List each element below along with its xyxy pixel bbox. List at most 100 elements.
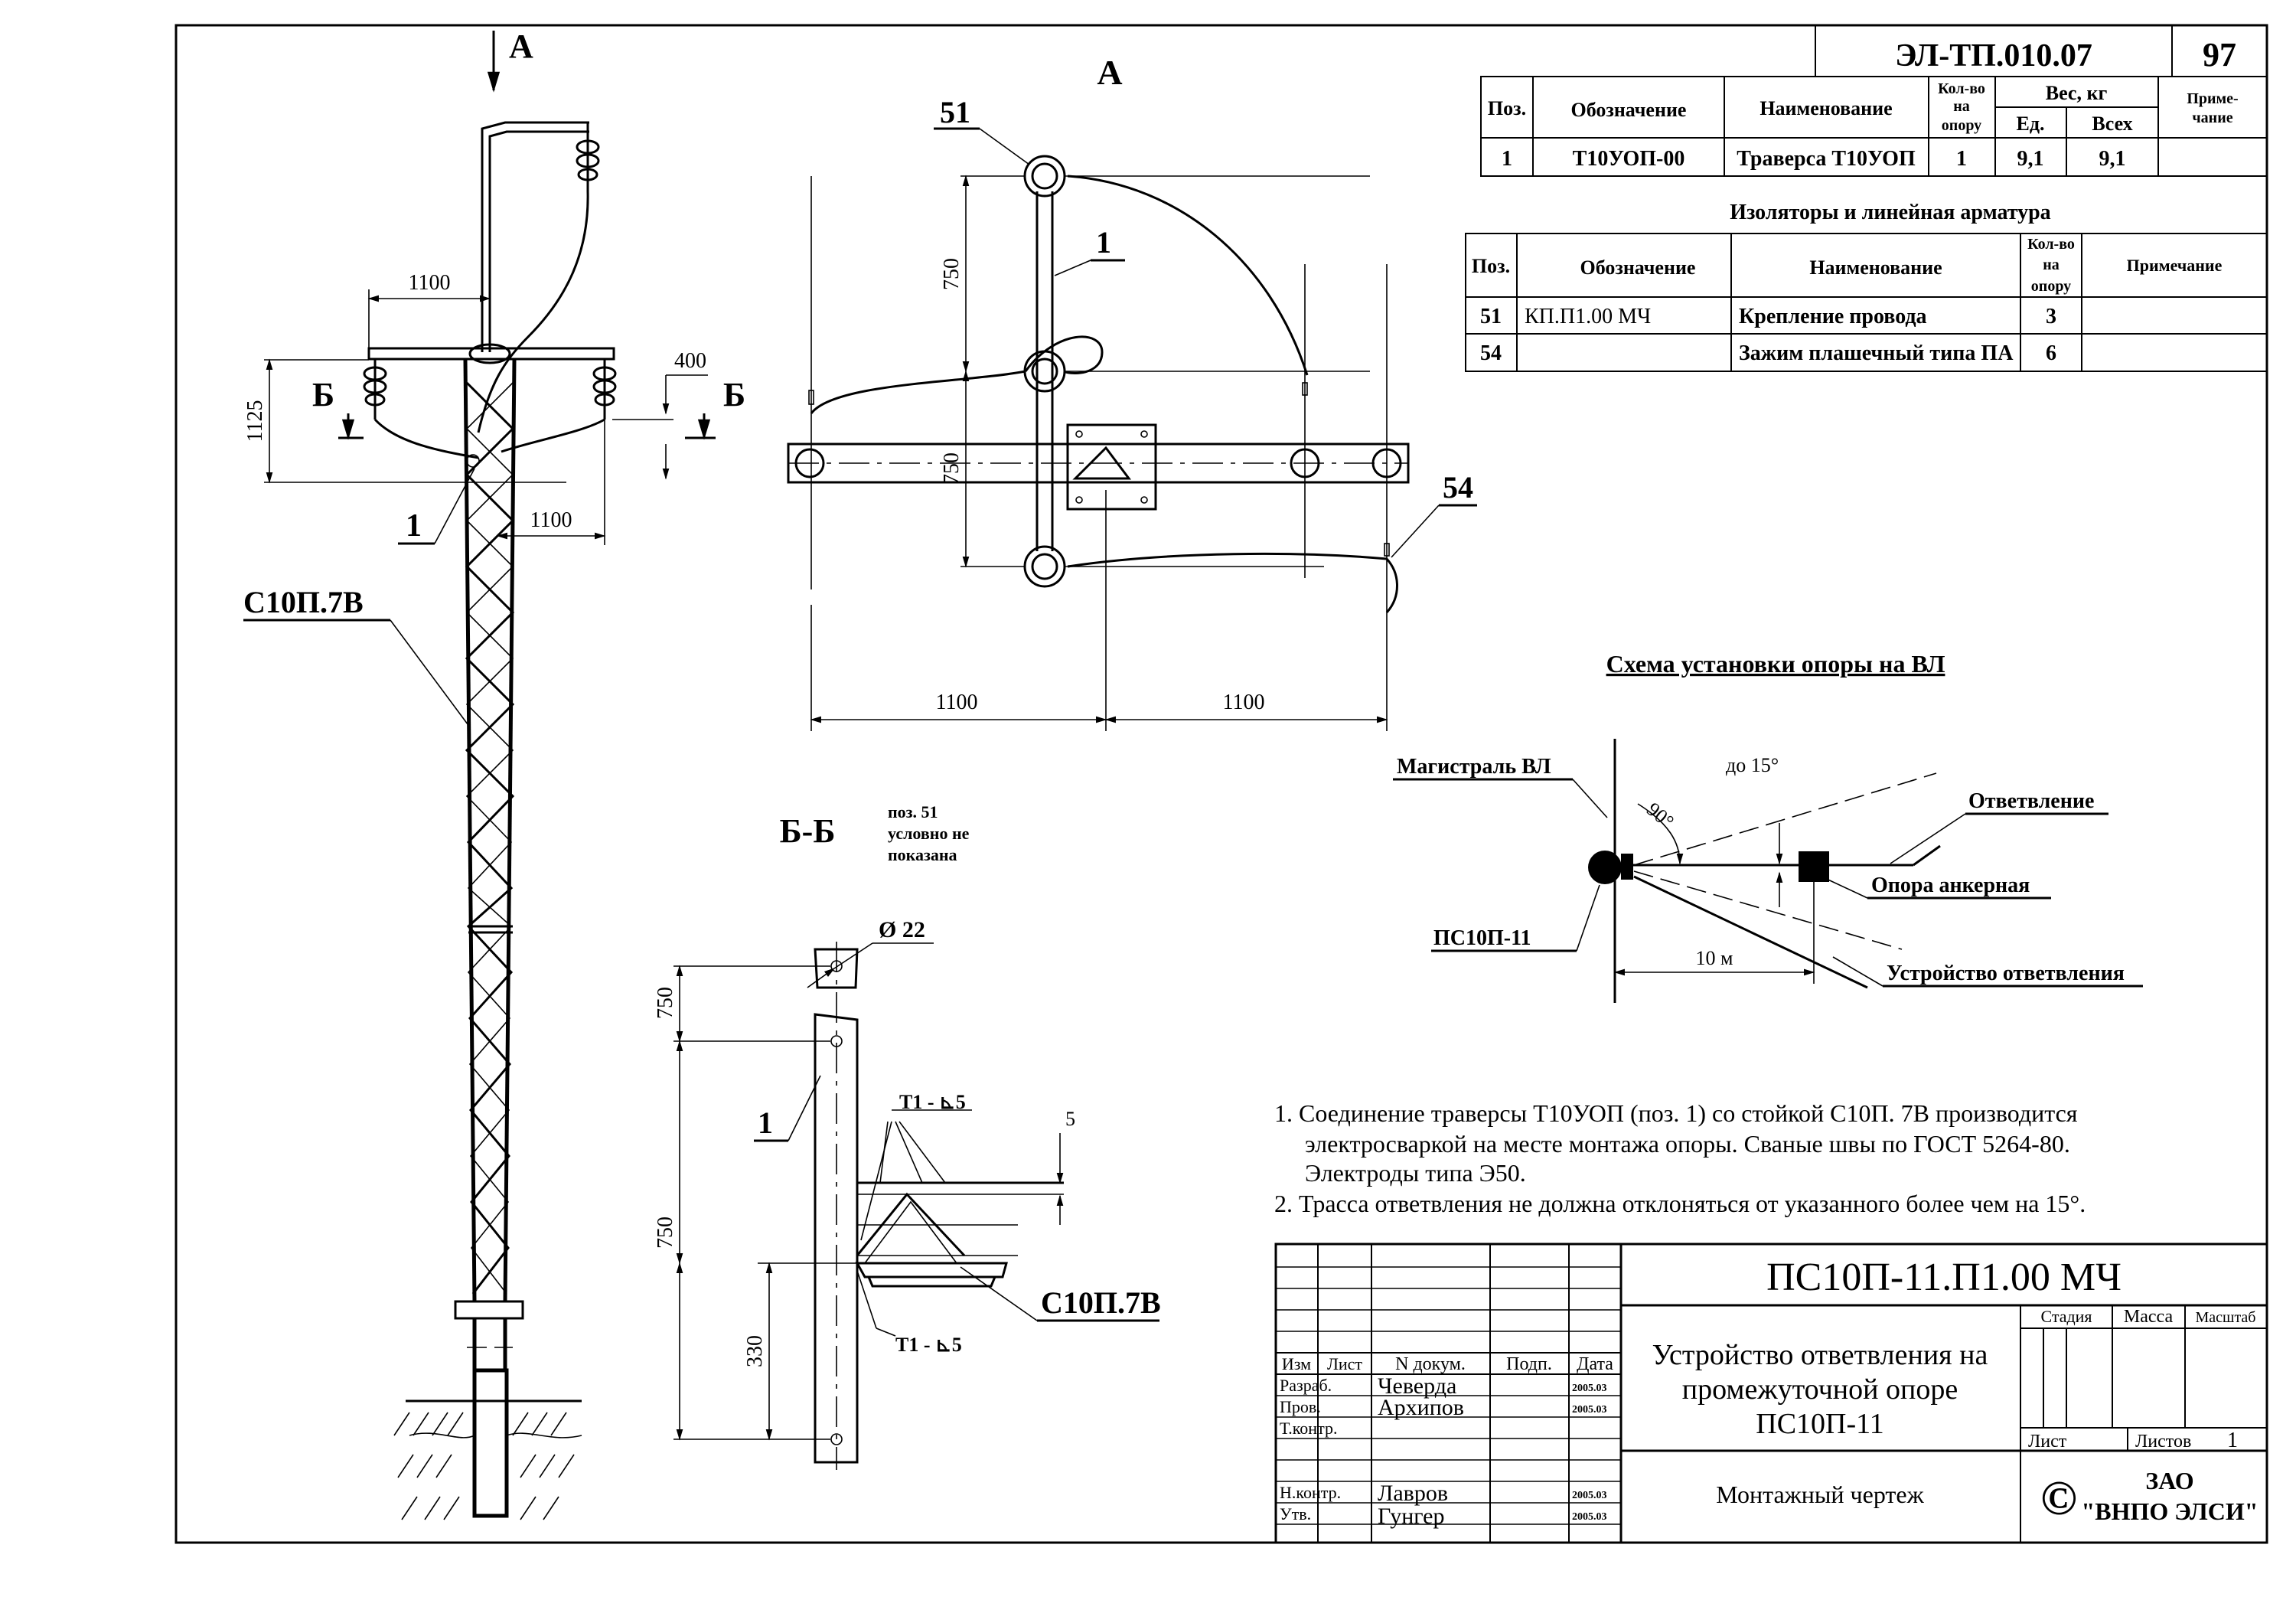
right-insulator-icon bbox=[592, 359, 617, 420]
doc-code: ПС10П-11.П1.00 МЧ bbox=[1766, 1256, 2122, 1299]
scheme-mainline: Магистраль ВЛ bbox=[1397, 755, 1551, 779]
scheme-branch: Ответвление bbox=[1968, 789, 2094, 813]
scheme-angle-limit: до 15° bbox=[1726, 754, 1779, 776]
svg-text:на: на bbox=[2043, 256, 2060, 273]
svg-text:1: 1 bbox=[2227, 1429, 2238, 1452]
svg-text:Архипов: Архипов bbox=[1378, 1395, 1464, 1420]
svg-text:2005.03: 2005.03 bbox=[1572, 1383, 1607, 1394]
svg-text:6: 6 bbox=[2046, 341, 2056, 365]
svg-text:Масса: Масса bbox=[2124, 1307, 2174, 1327]
dim-left-arm: 1100 bbox=[409, 271, 451, 295]
ground-hatch bbox=[393, 1399, 582, 1520]
view-a-arrow-label: А bbox=[509, 28, 533, 65]
svg-text:Листов: Листов bbox=[2135, 1432, 2191, 1452]
svg-text:2005.03: 2005.03 bbox=[1572, 1490, 1607, 1501]
svg-text:Наименование: Наименование bbox=[1809, 256, 1942, 279]
callout-1-bb: 1 bbox=[758, 1105, 773, 1140]
view-a-title: А bbox=[1097, 53, 1122, 92]
svg-text:ПС10П-11: ПС10П-11 bbox=[1756, 1408, 1883, 1440]
note-line: 1. Соединение траверсы Т10УОП (поз. 1) с… bbox=[1274, 1099, 2078, 1127]
copyright-icon: © bbox=[2040, 1471, 2077, 1525]
scheme-distance: 10 м bbox=[1696, 947, 1733, 969]
svg-text:9,1: 9,1 bbox=[2017, 147, 2044, 171]
dim-left: 1100 bbox=[936, 691, 978, 714]
svg-text:Крепление провода: Крепление провода bbox=[1739, 305, 1927, 328]
top-insulator-icon bbox=[576, 122, 600, 191]
svg-text:Чеверда: Чеверда bbox=[1378, 1373, 1456, 1399]
dim-bb-bottom: 330 bbox=[743, 1335, 767, 1367]
anchor-support-symbol bbox=[1799, 851, 1829, 882]
callout-1: 1 bbox=[406, 508, 422, 544]
insulators-table: Изоляторы и линейная арматура Поз. Обозн… bbox=[1465, 201, 2268, 372]
dim-bb-mid: 750 bbox=[654, 1216, 677, 1249]
section-bb: Б-Б поз. 51 условно не показана bbox=[654, 802, 1161, 1470]
callout-1-view-a: 1 bbox=[1096, 225, 1111, 260]
svg-text:Лавров: Лавров bbox=[1378, 1481, 1448, 1506]
svg-text:Обозначение: Обозначение bbox=[1580, 256, 1696, 279]
sheet-code: ЭЛ-ТП.010.07 bbox=[1895, 38, 2092, 73]
weld-label-bottom: Т1 - ⊾5 bbox=[895, 1334, 962, 1356]
sheet-page: 97 bbox=[2203, 36, 2236, 73]
svg-text:Изм: Изм bbox=[1282, 1354, 1311, 1373]
svg-text:Приме-: Приме- bbox=[2187, 90, 2238, 107]
callout-54: 54 bbox=[1443, 470, 1473, 505]
note-line: 2. Трасса ответвления не должна отклонят… bbox=[1274, 1190, 2086, 1217]
sheet-frame bbox=[174, 24, 2268, 1544]
svg-text:Всех: Всех bbox=[2092, 113, 2132, 135]
svg-text:Траверса Т10УОП: Траверса Т10УОП bbox=[1737, 147, 1916, 171]
svg-text:КП.П1.00 МЧ: КП.П1.00 МЧ bbox=[1525, 305, 1651, 328]
svg-text:поз. 51: поз. 51 bbox=[888, 802, 938, 821]
svg-text:на: на bbox=[1953, 98, 1970, 115]
table-row: 54 bbox=[1480, 341, 1502, 365]
section-mark-left: Б bbox=[312, 376, 334, 413]
svg-text:условно не: условно не bbox=[888, 824, 970, 843]
svg-text:чание: чание bbox=[2192, 109, 2232, 126]
section-bb-title: Б-Б bbox=[780, 812, 836, 850]
svg-text:промежуточной опоре: промежуточной опоре bbox=[1682, 1373, 1958, 1406]
svg-text:опору: опору bbox=[2031, 278, 2071, 295]
svg-text:Наименование: Наименование bbox=[1760, 97, 1892, 119]
scheme-anchor-support: Опора анкерная bbox=[1871, 874, 2030, 897]
weld-label-top: Т1 - ⊾5 bbox=[899, 1091, 966, 1113]
company-name: ЗАО bbox=[2145, 1467, 2193, 1494]
dim-right-arm: 1100 bbox=[530, 508, 572, 532]
svg-text:Пров.: Пров. bbox=[1280, 1397, 1321, 1416]
dim-upper: 750 bbox=[940, 258, 964, 290]
svg-text:Масштаб: Масштаб bbox=[2196, 1309, 2256, 1326]
title-block: Изм Лист N докум. Подп. Дата Разраб. Чев… bbox=[1274, 1243, 2268, 1544]
scheme-title: Схема установки опоры на ВЛ bbox=[1606, 650, 1945, 678]
pole-side-view: А bbox=[243, 28, 745, 1520]
svg-text:Поз.: Поз. bbox=[1488, 97, 1526, 119]
svg-text:Кол-во: Кол-во bbox=[2027, 236, 2075, 253]
callout-51: 51 bbox=[940, 95, 970, 129]
svg-text:2005.03: 2005.03 bbox=[1572, 1511, 1607, 1523]
svg-text:Стадия: Стадия bbox=[2040, 1307, 2092, 1326]
view-a: А bbox=[787, 53, 1477, 731]
svg-text:Ед.: Ед. bbox=[2017, 113, 2045, 135]
doc-title: Устройство ответвления на bbox=[1652, 1339, 1988, 1371]
svg-text:Примечание: Примечание bbox=[2127, 256, 2223, 275]
dim-right: 1100 bbox=[1223, 691, 1265, 714]
svg-text:Зажим плашечный типа ПА: Зажим плашечный типа ПА bbox=[1739, 341, 2014, 365]
dim-height: 1125 bbox=[243, 400, 267, 442]
svg-text:Разраб.: Разраб. bbox=[1280, 1376, 1332, 1395]
svg-text:Подп.: Подп. bbox=[1506, 1354, 1552, 1374]
dim-bb-top: 750 bbox=[654, 987, 677, 1019]
scheme-angle-90: 90° bbox=[1642, 798, 1678, 833]
svg-text:Кол-во: Кол-во bbox=[1938, 80, 1985, 97]
svg-text:Гунгер: Гунгер bbox=[1378, 1504, 1444, 1529]
note-line: электросваркой на месте монтажа опоры. С… bbox=[1305, 1130, 2070, 1158]
scheme-branch-device: Устройство ответвления bbox=[1887, 962, 2125, 985]
svg-text:Обозначение: Обозначение bbox=[1571, 99, 1687, 121]
dim-lower: 750 bbox=[940, 452, 964, 485]
svg-text:опору: опору bbox=[1942, 117, 1981, 134]
diameter-label: Ø 22 bbox=[879, 917, 925, 942]
svg-text:Дата: Дата bbox=[1577, 1354, 1613, 1374]
sheet-code-box: ЭЛ-ТП.010.07 97 bbox=[1815, 25, 2267, 77]
svg-text:показана: показана bbox=[888, 845, 957, 864]
svg-text:Т.контр.: Т.контр. bbox=[1280, 1419, 1337, 1438]
insulators-title: Изоляторы и линейная арматура bbox=[1730, 201, 2050, 224]
scheme-support: ПС10П-11 bbox=[1433, 926, 1531, 950]
section-mark-right: Б bbox=[723, 376, 745, 413]
